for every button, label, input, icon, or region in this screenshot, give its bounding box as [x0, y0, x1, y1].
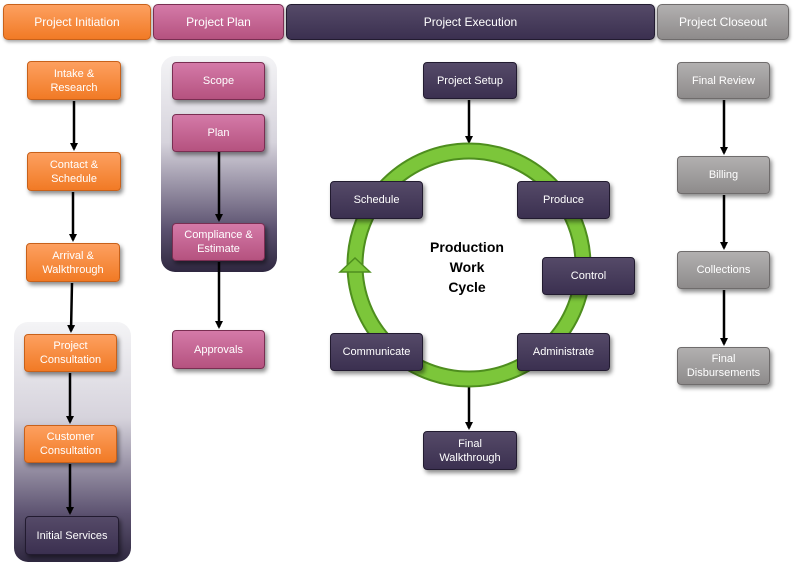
phase-execution-header: Project Execution — [286, 4, 655, 40]
phase-plan-header: Project Plan — [153, 4, 284, 40]
project-setup-box: Project Setup — [423, 62, 517, 99]
final-review-box: Final Review — [677, 62, 770, 99]
control-box: Control — [542, 257, 635, 295]
customer-consultation-box: Customer Consultation — [24, 425, 117, 463]
arrow-arrival-consultation — [67, 282, 76, 333]
schedule-box: Schedule — [330, 181, 423, 219]
arrival-walkthrough-box: Arrival & Walkthrough — [26, 243, 120, 282]
scope-box: Scope — [172, 62, 265, 100]
billing-box: Billing — [677, 156, 770, 194]
collections-box: Collections — [677, 251, 770, 289]
final-disbursements-box: Final Disbursements — [677, 347, 770, 385]
final-walkthrough-box: Final Walkthrough — [423, 431, 517, 470]
project-consultation-box: Project Consultation — [24, 334, 117, 372]
phase-initiation-header: Project Initiation — [3, 4, 151, 40]
communicate-box: Communicate — [330, 333, 423, 371]
intake-research-box: Intake & Research — [27, 61, 121, 100]
cycle-direction-arrowhead — [338, 256, 372, 273]
contact-schedule-box: Contact & Schedule — [27, 152, 121, 191]
initial-services-box: Initial Services — [25, 516, 119, 555]
production-work-cycle-label: Production Work Cycle — [430, 239, 504, 295]
approvals-box: Approvals — [172, 330, 265, 369]
administrate-box: Administrate — [517, 333, 610, 371]
compliance-estimate-box: Compliance & Estimate — [172, 223, 265, 261]
phase-closeout-header: Project Closeout — [657, 4, 789, 40]
plan-box: Plan — [172, 114, 265, 152]
produce-box: Produce — [517, 181, 610, 219]
